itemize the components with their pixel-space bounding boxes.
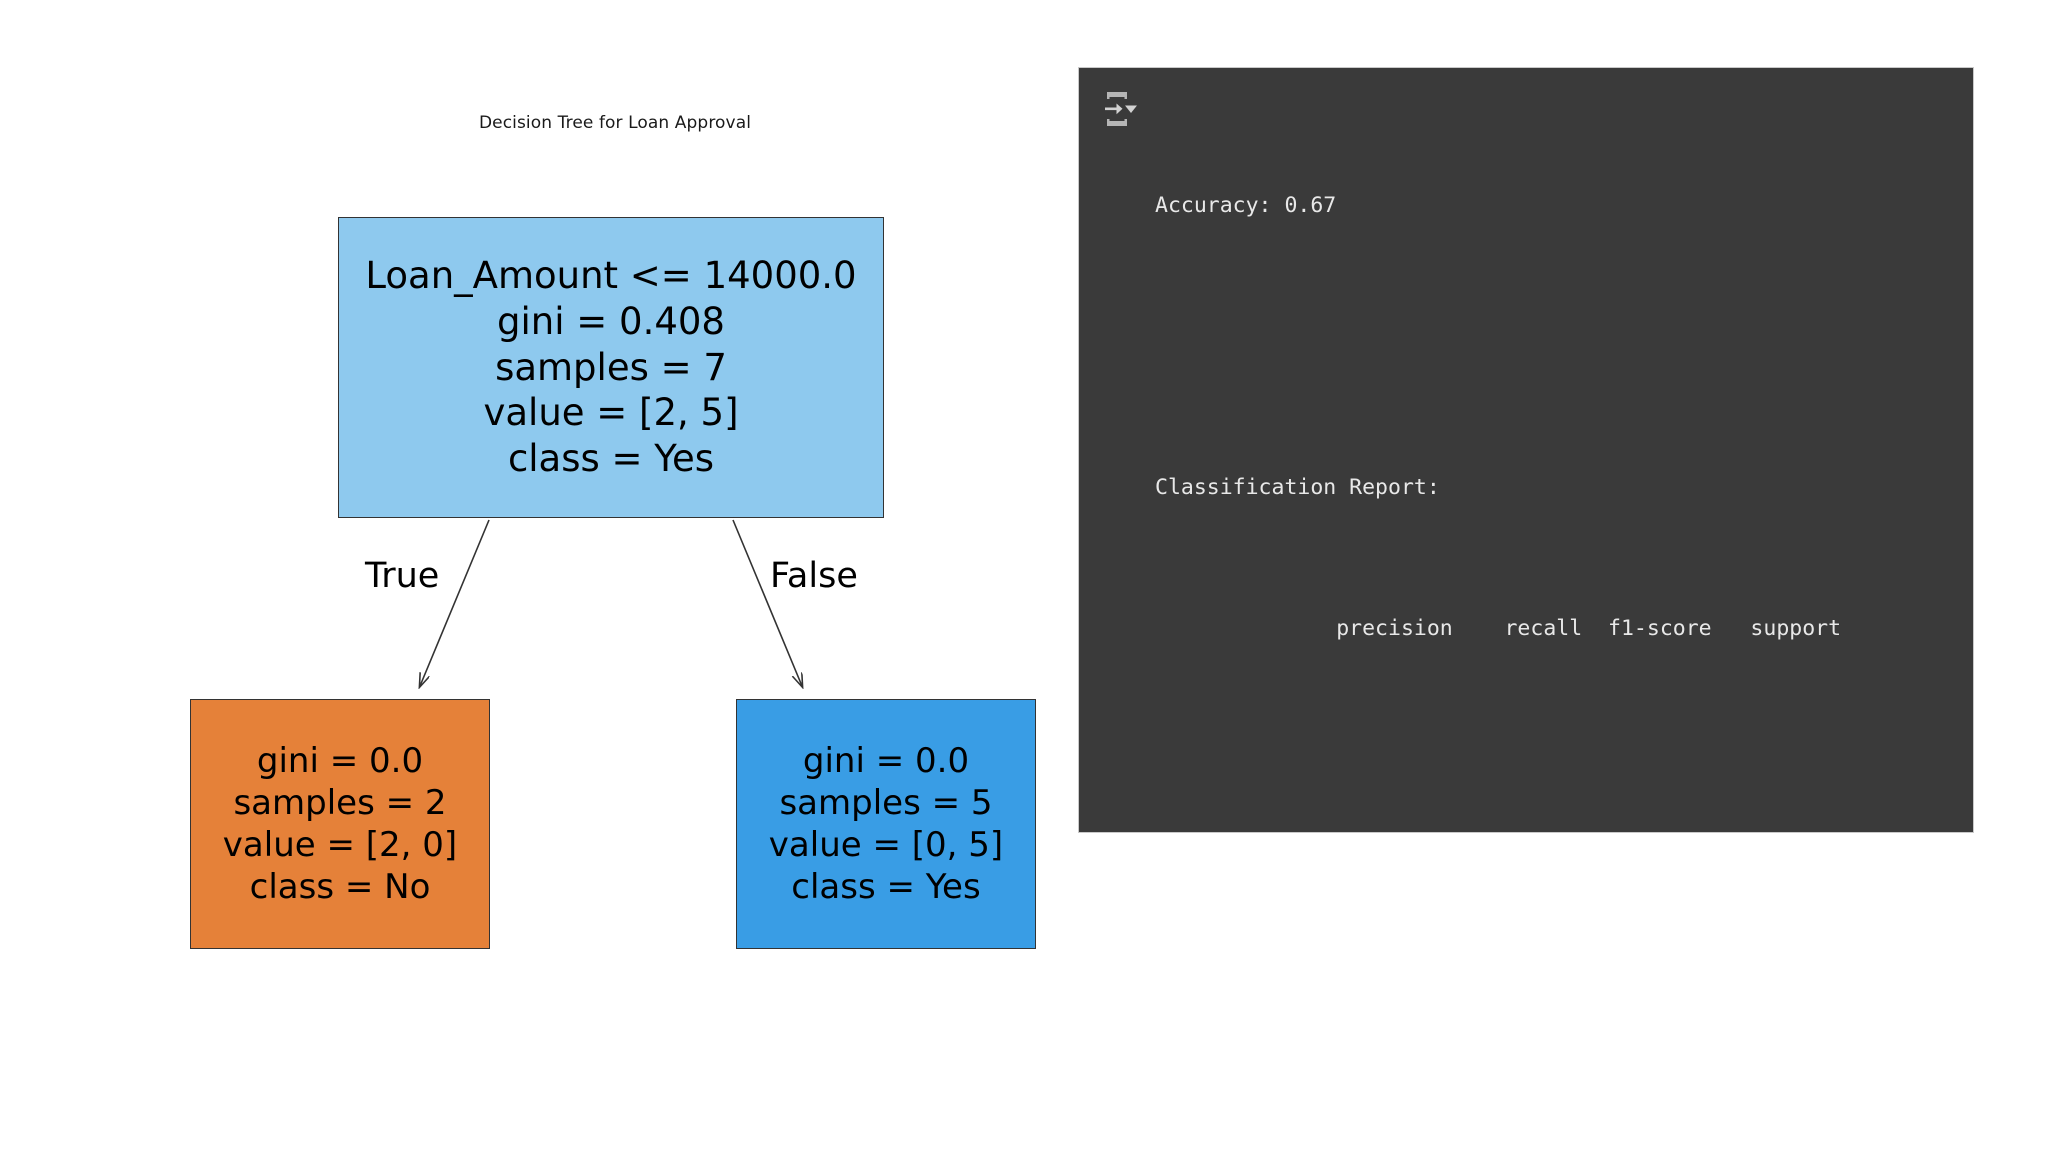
edge-label-true: True xyxy=(365,556,440,596)
accuracy-line: Accuracy: 0.67 xyxy=(1155,193,1337,218)
right-leaf-value: value = [0, 5] xyxy=(768,825,1004,865)
tree-node-left-leaf[interactable]: gini = 0.0 samples = 2 value = [2, 0] cl… xyxy=(190,699,490,949)
blank-line xyxy=(1155,746,1965,793)
blank-line xyxy=(1155,323,1965,370)
wrap-text-dropdown-icon[interactable] xyxy=(1103,90,1139,128)
tree-node-root[interactable]: Loan_Amount <= 14000.0 gini = 0.408 samp… xyxy=(338,217,884,518)
decision-tree-figure: Decision Tree for Loan Approval Loan_Amo… xyxy=(0,113,1060,1152)
left-leaf-gini: gini = 0.0 xyxy=(256,740,424,781)
left-leaf-samples: samples = 2 xyxy=(233,782,447,823)
root-gini: gini = 0.408 xyxy=(497,300,725,344)
tree-node-right-leaf[interactable]: gini = 0.0 samples = 5 value = [0, 5] cl… xyxy=(736,699,1036,949)
right-leaf-samples: samples = 5 xyxy=(779,782,993,823)
classification-report-heading: Classification Report: xyxy=(1155,475,1440,500)
right-leaf-class: class = Yes xyxy=(791,867,981,908)
tree-edges xyxy=(0,519,1060,1152)
report-header-row: precision recall f1-score support xyxy=(1155,616,1842,641)
edge-label-false: False xyxy=(770,556,858,596)
root-condition: Loan_Amount <= 14000.0 xyxy=(365,254,857,298)
left-leaf-value: value = [2, 0] xyxy=(222,825,458,865)
console-output-text: Accuracy: 0.67 Classification Report: pr… xyxy=(1155,88,1965,832)
console-output-panel[interactable]: Accuracy: 0.67 Classification Report: pr… xyxy=(1078,67,1974,833)
root-samples: samples = 7 xyxy=(495,345,727,389)
left-leaf-class: class = No xyxy=(249,867,431,908)
root-class: class = Yes xyxy=(507,436,715,480)
figure-title: Decision Tree for Loan Approval xyxy=(478,113,752,133)
root-value: value = [2, 5] xyxy=(483,391,739,435)
right-leaf-gini: gini = 0.0 xyxy=(802,740,970,781)
